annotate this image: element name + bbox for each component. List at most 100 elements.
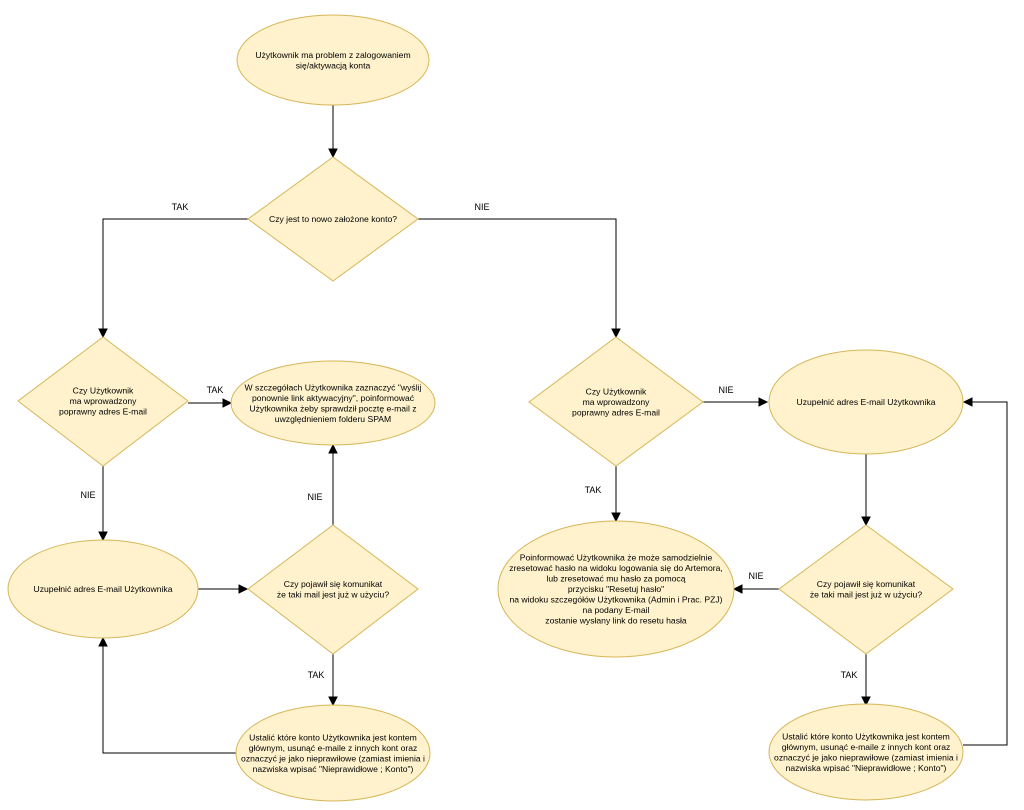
- process-ellipse: [7, 539, 199, 639]
- arrowhead: [732, 584, 743, 594]
- node-text-line: nazwiska wpisać "Nieprawidłowe ; Konto"): [253, 764, 414, 774]
- arrowhead: [328, 443, 338, 454]
- arrowhead: [861, 516, 871, 527]
- process-ellipse: [230, 360, 436, 446]
- edge-label-left-in-use-no: NIE: [307, 492, 322, 502]
- process-ellipse: [768, 703, 964, 801]
- edge-left-loop: [102, 645, 236, 754]
- edge-label-right-in-use-no: NIE: [748, 571, 763, 581]
- decision-diamond: [247, 524, 419, 655]
- node-text-line: się/aktywacją konta: [296, 60, 371, 70]
- node-text-line: ponownie link aktywacyjny", poinformować: [252, 393, 415, 403]
- node-text-line: Ustalić które konto Użytkownika jest kon…: [249, 732, 417, 742]
- process-ellipse: [235, 704, 431, 802]
- node-text-line: głównym, usunąć e-maile z innych kont or…: [249, 743, 418, 753]
- arrowhead: [328, 696, 338, 707]
- node-text-line: przycisku "Resetuj hasło": [568, 584, 664, 594]
- node-text-line: Uzupełnić adres E-mail Użytkownika: [34, 584, 173, 594]
- node-text-line: W szczegółach Użytkownika zaznaczyć "wyś…: [245, 382, 422, 392]
- node-reset-info-text: Poinformować Użytkownika że może samodzi…: [509, 553, 723, 626]
- arrowhead: [861, 696, 871, 707]
- edge-label-new-yes: TAK: [172, 202, 189, 212]
- node-main-account-left: Ustalić które konto Użytkownika jest kon…: [235, 704, 431, 802]
- node-text-line: zostanie wysłany link do resetu hasła: [545, 616, 687, 626]
- node-resend-activation-text: W szczegółach Użytkownika zaznaczyć "wyś…: [245, 382, 422, 424]
- decision-diamond: [247, 156, 419, 282]
- node-main-account-right-text: Ustalić które konto Użytkownika jest kon…: [774, 731, 958, 773]
- node-text-line: na podany E-mail: [583, 605, 650, 615]
- edge-new-account-no: [418, 218, 617, 330]
- process-ellipse: [768, 349, 964, 455]
- node-text-line: Czy pojawił się komunikat: [817, 579, 916, 589]
- edge-new-account-yes: [102, 218, 248, 330]
- node-main-account-right: Ustalić które konto Użytkownika jest kon…: [768, 703, 964, 801]
- node-text-line: zresetować hasło na widoku logowania się…: [509, 563, 723, 573]
- arrowhead: [758, 397, 769, 407]
- node-new-account-decision: Czy jest to nowo założone konto?: [247, 156, 419, 282]
- node-text-line: Ustalić które konto Użytkownika jest kon…: [782, 731, 950, 741]
- node-text-line: nazwiska wpisać "Nieprawidłowe ; Konto"): [786, 763, 947, 773]
- node-text-line: Czy pojawił się komunikat: [284, 579, 383, 589]
- node-fill-email-left-text: Uzupełnić adres E-mail Użytkownika: [34, 584, 173, 594]
- arrowhead: [98, 328, 108, 339]
- node-main-account-left-text: Ustalić które konto Użytkownika jest kon…: [241, 732, 425, 774]
- arrowhead: [238, 584, 249, 594]
- decision-diamond: [528, 336, 704, 467]
- edge-label-left-in-use-yes: TAK: [308, 670, 325, 680]
- node-text-line: Czy jest to nowo założone konto?: [269, 214, 397, 224]
- node-text-line: uwzględnieniem folderu SPAM: [275, 414, 391, 424]
- edge-labels: TAK NIE TAK NIE NIE TAK NIE TAK NIE TAK: [80, 202, 857, 680]
- node-text-line: na widoku szczegółów Użytkownika (Admin …: [509, 595, 722, 605]
- node-fill-email-left: Uzupełnić adres E-mail Użytkownika: [7, 539, 199, 639]
- node-text-line: poprawny adres E-mail: [572, 408, 660, 418]
- node-resend-activation: W szczegółach Użytkownika zaznaczyć "wyś…: [230, 360, 436, 446]
- node-text-line: ma wprowadzony: [70, 396, 138, 406]
- arrowhead: [222, 398, 233, 408]
- node-text-line: oznaczyć je jako nieprawiłowe (zamiast i…: [774, 752, 958, 762]
- node-text-line: że taki mail jest już w użyciu?: [277, 589, 389, 599]
- edge-right-loop: [963, 401, 1008, 746]
- node-text-line: oznaczyć je jako nieprawiłowe (zamiast i…: [241, 753, 425, 763]
- node-text-line: lub zresetować mu hasło za pomocą: [546, 574, 685, 584]
- decision-diamond: [17, 336, 189, 467]
- node-text-line: Uzupełnić adres E-mail Użytkownika: [797, 397, 936, 407]
- node-text-line: Użytkownik ma problem z zalogowaniem: [255, 50, 410, 60]
- node-text-line: Poinformować Użytkownika że może samodzi…: [520, 553, 713, 563]
- arrowhead: [611, 328, 621, 339]
- node-text-line: Użytkownika żeby sprawdził pocztę e-mail…: [249, 403, 416, 413]
- arrowhead: [328, 148, 338, 159]
- start-ellipse: [236, 14, 430, 106]
- arrowhead: [98, 636, 108, 647]
- decision-diamond: [778, 524, 954, 655]
- edge-label-right-correct-no: NIE: [718, 385, 733, 395]
- arrowhead: [98, 531, 108, 542]
- edge-label-right-correct-yes: TAK: [585, 485, 602, 495]
- arrowhead: [962, 397, 973, 407]
- edge-label-right-in-use-yes: TAK: [841, 670, 858, 680]
- node-text-line: Czy Użytkownik: [586, 387, 647, 397]
- edge-label-left-correct-yes: TAK: [207, 385, 224, 395]
- node-text-line: poprawny adres E-mail: [59, 407, 147, 417]
- arrowhead: [611, 512, 621, 523]
- node-fill-email-right: Uzupełnić adres E-mail Użytkownika: [768, 349, 964, 455]
- edge-label-left-correct-no: NIE: [80, 490, 95, 500]
- edges: [98, 105, 1008, 754]
- node-reset-info: Poinformować Użytkownika że może samodzi…: [497, 520, 735, 658]
- node-new-account-text: Czy jest to nowo założone konto?: [269, 214, 397, 224]
- node-text-line: Czy Użytkownik: [73, 386, 134, 396]
- edge-label-new-no: NIE: [474, 202, 489, 212]
- node-fill-email-right-text: Uzupełnić adres E-mail Użytkownika: [797, 397, 936, 407]
- node-text-line: głównym, usunąć e-maile z innych kont or…: [782, 742, 951, 752]
- node-text-line: ma wprowadzony: [583, 397, 651, 407]
- process-ellipse: [497, 520, 735, 658]
- node-text-line: że taki mail jest już w użyciu?: [810, 589, 922, 599]
